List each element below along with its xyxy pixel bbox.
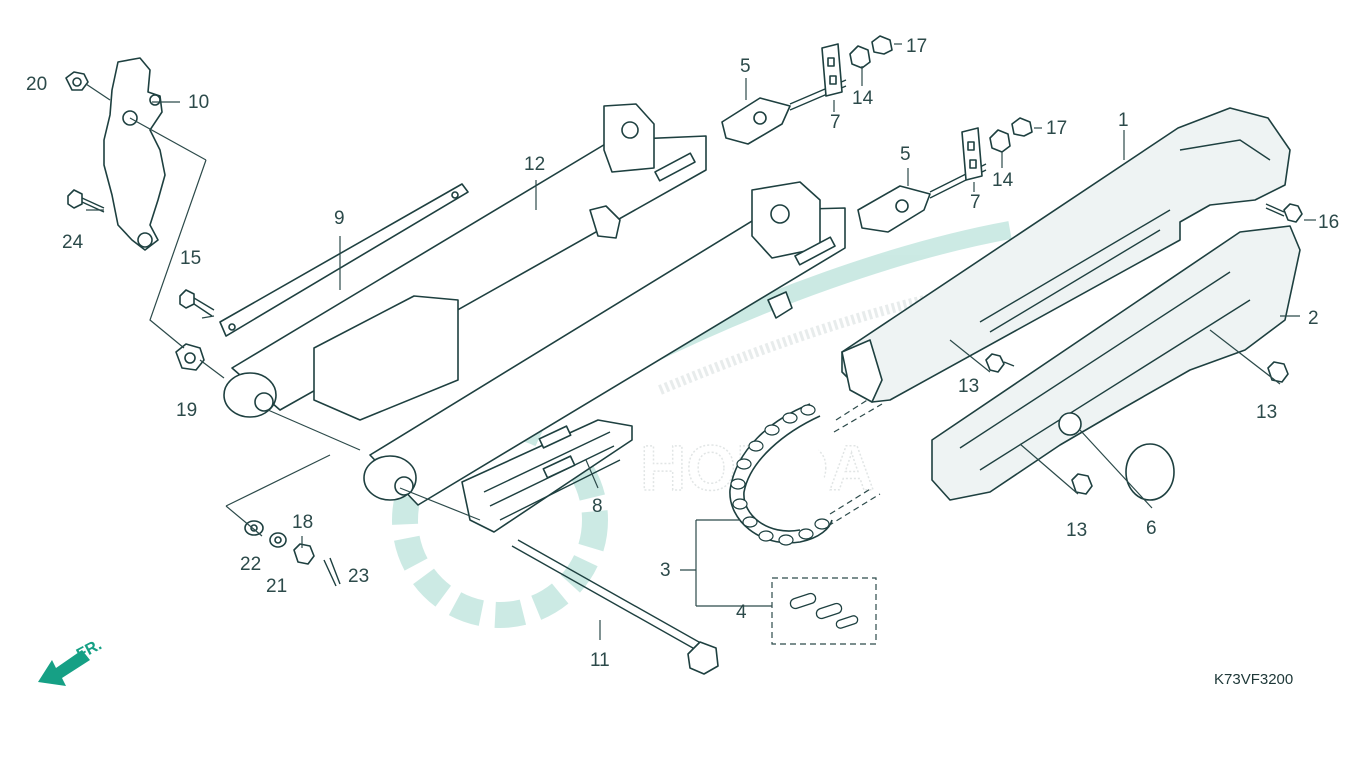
diagram-code: K73VF3200 <box>1214 671 1293 688</box>
part-4-master-link-set <box>771 577 877 645</box>
callout-4: 4 <box>736 602 747 623</box>
part-14-nut-upper <box>849 45 871 69</box>
part-1-chain-case-upper <box>841 107 1291 403</box>
callout-24: 24 <box>62 232 84 253</box>
callout-22: 22 <box>240 554 261 575</box>
callout-5-upper: 5 <box>740 56 751 77</box>
callout-13-a: 13 <box>958 376 979 397</box>
part-13-bolt-b <box>1267 361 1289 383</box>
callout-16: 16 <box>1318 212 1339 233</box>
callout-17-lower: 17 <box>1046 118 1067 139</box>
callout-20: 20 <box>26 74 47 95</box>
part-14-nut-lower <box>989 129 1011 153</box>
part-7-plate-lower <box>961 127 983 181</box>
callout-10: 10 <box>188 92 209 113</box>
callout-5-lower: 5 <box>900 144 911 165</box>
callout-11: 11 <box>590 650 610 671</box>
part-21-washer <box>269 532 287 548</box>
part-6-cap <box>1125 443 1175 501</box>
part-9-chain-guard-strip <box>219 183 469 337</box>
callout-2: 2 <box>1308 308 1319 329</box>
callout-13-c: 13 <box>1066 520 1087 541</box>
part-17-nut-upper <box>871 35 893 55</box>
callout-19: 19 <box>176 400 197 421</box>
part-22-washer <box>244 520 264 536</box>
callout-7-lower: 7 <box>970 192 981 213</box>
callout-21: 21 <box>266 576 287 597</box>
part-2-chain-case-lower <box>931 225 1301 501</box>
callout-14-lower: 14 <box>992 170 1014 191</box>
part-10-pivot-plate <box>103 57 166 251</box>
callouts: 1 2 3 4 5 5 6 7 7 8 9 10 11 12 13 13 13 … <box>26 36 1339 671</box>
part-7-plate-upper <box>821 43 843 97</box>
callout-6: 6 <box>1146 518 1157 539</box>
part-5-adjuster-lower <box>857 163 987 233</box>
callout-17-upper: 17 <box>906 36 927 57</box>
part-3-drive-chain <box>729 391 883 546</box>
callout-23: 23 <box>348 566 369 587</box>
part-20-nut <box>65 71 89 91</box>
part-19-nut <box>175 343 205 371</box>
part-5-adjuster-upper <box>721 79 847 145</box>
part-13-bolt-a <box>985 353 1015 373</box>
callout-3: 3 <box>660 560 671 581</box>
part-11-pivot-bolt <box>511 539 719 675</box>
callout-14-upper: 14 <box>852 88 874 109</box>
part-16-bolt <box>1265 203 1303 223</box>
part-23-cotter-pin <box>323 557 341 587</box>
part-8-chain-slider <box>461 419 633 533</box>
callout-13-b: 13 <box>1256 402 1277 423</box>
callout-7-upper: 7 <box>830 112 841 133</box>
part-17-nut-lower <box>1011 117 1033 137</box>
front-arrow-icon <box>38 650 90 686</box>
callout-15: 15 <box>180 248 201 269</box>
part-24-bolt <box>67 189 105 213</box>
front-direction-indicator: FR. <box>38 636 105 686</box>
callout-18: 18 <box>292 512 313 533</box>
callout-9: 9 <box>334 208 345 229</box>
leader-lines <box>85 43 1316 640</box>
callout-12: 12 <box>524 154 545 175</box>
part-15-bolt <box>179 289 215 317</box>
part-18-nut <box>293 543 315 565</box>
part-12-swingarm <box>223 103 846 506</box>
callout-8: 8 <box>592 496 603 517</box>
callout-1: 1 <box>1118 110 1129 131</box>
